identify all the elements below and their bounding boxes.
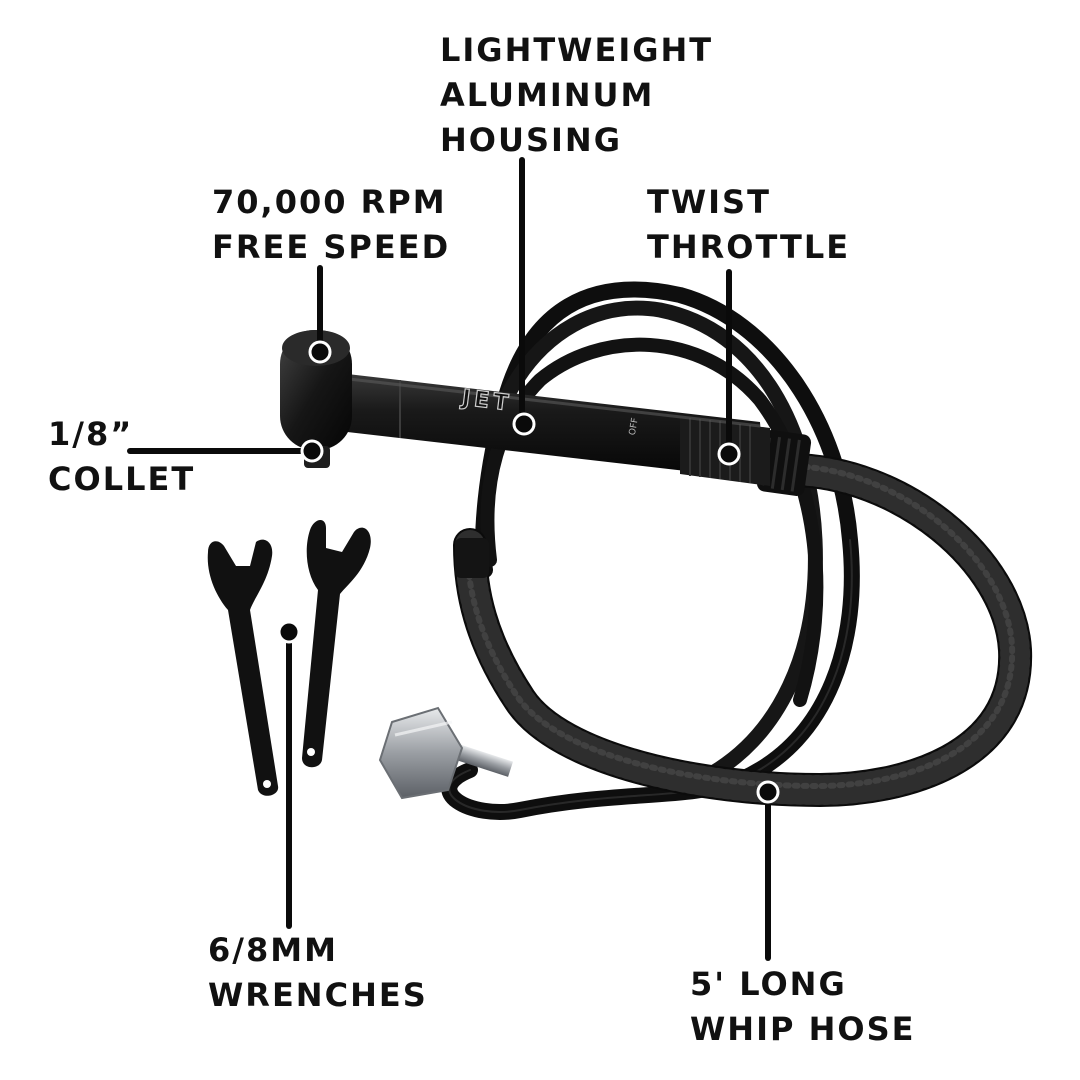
callout-line: 1/8”: [48, 415, 134, 453]
leader-hose: [756, 780, 780, 961]
callout-line: 70,000 RPM: [212, 183, 447, 221]
grinder-tool: JET OFF: [280, 330, 812, 497]
callout-whip-hose: 5' LONG WHIP HOSE: [690, 962, 915, 1052]
air-fitting: [378, 706, 514, 800]
callout-line: 5' LONG: [690, 965, 847, 1003]
wrench-left: [207, 539, 279, 796]
callout-aluminum-housing: LIGHTWEIGHT ALUMINUM HOUSING: [440, 28, 713, 163]
leader-wrenches: [277, 620, 301, 929]
throttle-marking: OFF: [628, 417, 641, 436]
leader-collet: [127, 439, 324, 463]
callout-line: LIGHTWEIGHT: [440, 31, 714, 69]
callout-line: COLLET: [48, 460, 196, 498]
callout-twist-throttle: TWIST THROTTLE: [647, 180, 850, 270]
callout-line: 6/8MM: [208, 931, 338, 969]
callout-line: TWIST: [647, 183, 771, 221]
callout-line: WRENCHES: [208, 976, 428, 1014]
callout-line: WHIP HOSE: [690, 1010, 916, 1048]
callout-line: THROTTLE: [647, 228, 851, 266]
callout-collet: 1/8” COLLET: [48, 412, 195, 502]
leader-housing: [512, 157, 536, 436]
callout-line: ALUMINUM: [440, 76, 655, 114]
callout-wrenches: 6/8MM WRENCHES: [208, 928, 428, 1018]
whip-hose: [441, 281, 860, 820]
callout-free-speed: 70,000 RPM FREE SPEED: [212, 180, 450, 270]
wrench-right: [302, 519, 371, 768]
leader-speed: [308, 265, 332, 364]
leader-throttle: [717, 269, 741, 466]
callout-line: FREE SPEED: [212, 228, 451, 266]
corrugated-hose: [453, 453, 1033, 808]
callout-line: HOUSING: [440, 121, 622, 159]
hose-ferrule: [455, 538, 489, 578]
